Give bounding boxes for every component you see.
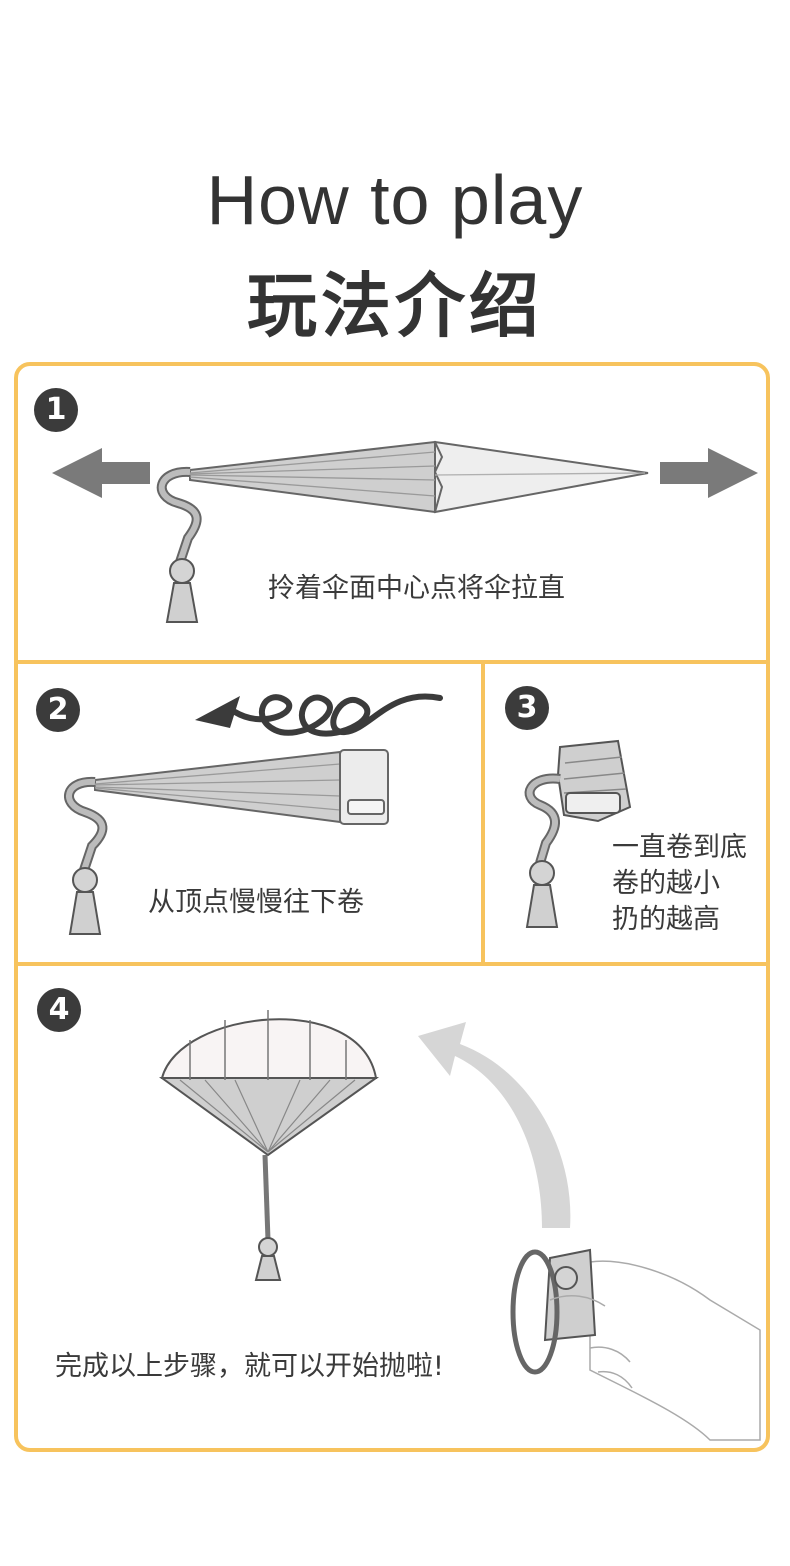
step3-number-badge: 3 — [505, 686, 549, 730]
step3-caption-line: 卷的越小 — [612, 868, 720, 899]
step2-caption: 从顶点慢慢往下卷 — [148, 887, 364, 918]
divider-after-step1 — [14, 660, 770, 664]
left-arrow-icon — [52, 448, 150, 498]
step3-caption-line: 一直卷到底 — [612, 832, 747, 863]
divider-step2-step3 — [481, 660, 485, 964]
step2-number-badge: 2 — [36, 688, 80, 732]
step2-illustration — [64, 693, 443, 935]
divider-after-step2-3 — [14, 962, 770, 966]
title-chinese: 玩法介绍 — [247, 265, 543, 347]
step4-number-badge: 4 — [37, 988, 81, 1032]
right-arrow-icon — [660, 448, 758, 498]
throw-arrow-icon — [418, 1022, 571, 1228]
roll-direction-arrow-icon — [195, 693, 443, 737]
instructions-frame — [14, 362, 770, 1452]
rolling-parachute-illustration — [64, 749, 389, 935]
stretched-parachute-illustration — [156, 440, 649, 623]
step3-caption: 一直卷到底 卷的越小 扔的越高 — [612, 830, 747, 938]
step3-illustration — [524, 739, 632, 928]
step4-caption: 完成以上步骤，就可以开始抛啦! — [55, 1351, 444, 1382]
step1-illustration — [52, 440, 758, 623]
step3-caption-line: 扔的越高 — [612, 904, 720, 935]
title-english: How to play — [206, 161, 584, 239]
step1-number-badge: 1 — [34, 388, 78, 432]
hand-throwing-illustration — [510, 1248, 761, 1441]
rolled-parachute-illustration — [524, 739, 632, 928]
step1-caption: 拎着伞面中心点将伞拉直 — [268, 573, 565, 604]
open-parachute-illustration — [158, 1010, 380, 1281]
step4-illustration — [158, 1010, 761, 1441]
